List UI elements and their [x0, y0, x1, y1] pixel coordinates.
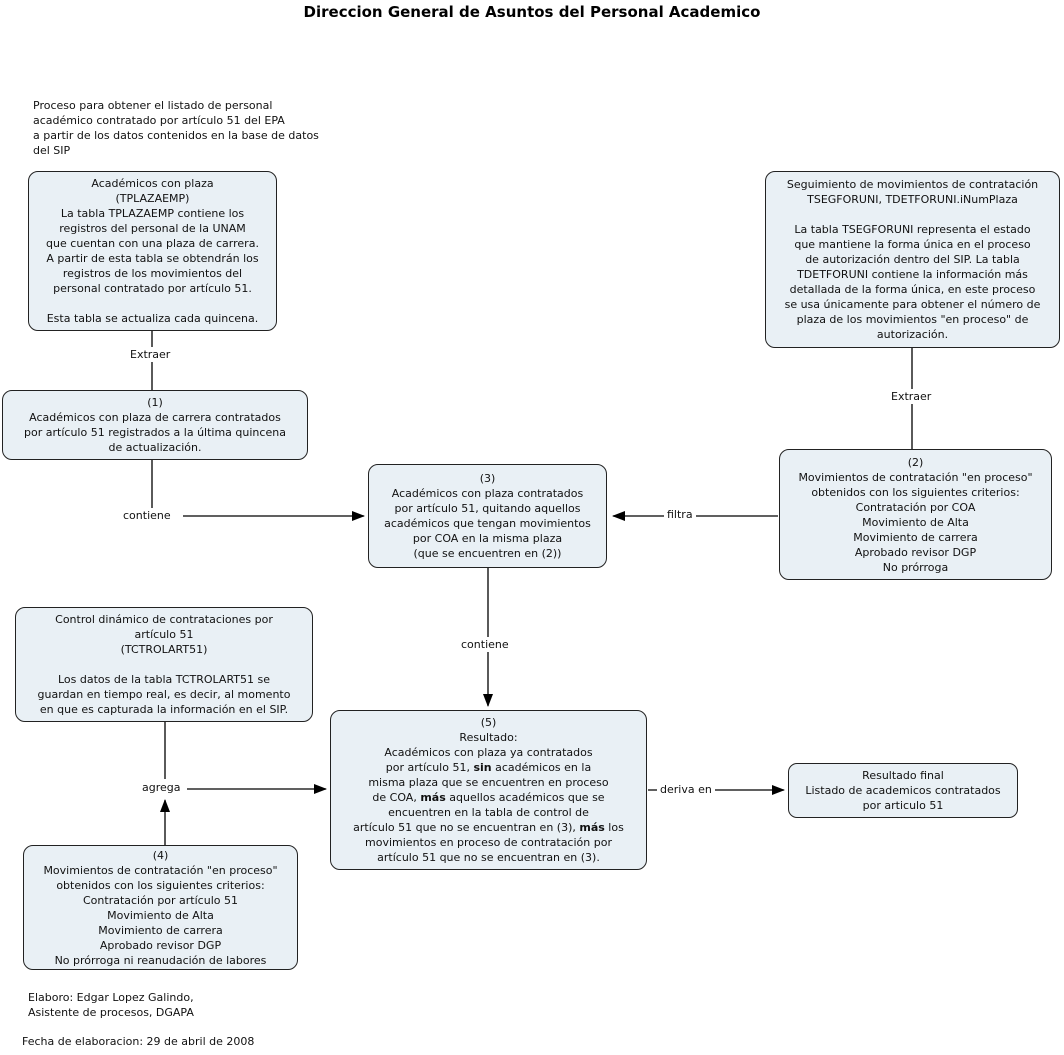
footer-date: Fecha de elaboracion: 29 de abril de 200… [22, 1035, 255, 1048]
node-tsegforuni: Seguimiento de movimientos de contrataci… [765, 171, 1060, 348]
node-control-dinamico: Control dinámico de contrataciones por a… [15, 607, 313, 722]
label-contiene-left: contiene [120, 508, 174, 523]
node-3-text: (3) Académicos con plaza contratados por… [384, 472, 591, 560]
process-description: Proceso para obtener el listado de perso… [33, 99, 319, 157]
node-tsegforuni-text: Seguimiento de movimientos de contrataci… [784, 178, 1041, 341]
node-1: (1) Académicos con plaza de carrera cont… [2, 390, 308, 460]
node-2: (2) Movimientos de contratación "en proc… [779, 449, 1052, 580]
label-filtra: filtra [664, 507, 696, 522]
node-5-text: (5) Resultado: Académicos con plaza ya c… [353, 716, 624, 864]
node-resultado-final-text: Resultado final Listado de academicos co… [805, 769, 1001, 812]
node-1-text: (1) Académicos con plaza de carrera cont… [24, 396, 286, 454]
label-agrega: agrega [139, 780, 184, 795]
node-5: (5) Resultado: Académicos con plaza ya c… [330, 710, 647, 870]
node-2-text: (2) Movimientos de contratación "en proc… [798, 455, 1033, 574]
node-4-text: (4) Movimientos de contratación "en proc… [43, 848, 278, 967]
label-deriva-en: deriva en [657, 782, 715, 797]
node-tplazaemp: Académicos con plaza (TPLAZAEMP) La tabl… [28, 171, 277, 331]
label-extraer-right: Extraer [888, 389, 935, 404]
node-tplazaemp-text: Académicos con plaza (TPLAZAEMP) La tabl… [46, 177, 259, 325]
page-title: Direccion General de Asuntos del Persona… [303, 3, 761, 21]
label-contiene-center: contiene [458, 637, 512, 652]
node-resultado-final: Resultado final Listado de academicos co… [788, 763, 1018, 818]
node-3: (3) Académicos con plaza contratados por… [368, 464, 607, 568]
footer-author: Elaboro: Edgar Lopez Galindo, Asistente … [28, 991, 194, 1019]
label-extraer-left: Extraer [127, 347, 174, 362]
node-control-dinamico-text: Control dinámico de contrataciones por a… [37, 613, 291, 716]
node-4: (4) Movimientos de contratación "en proc… [23, 845, 298, 970]
